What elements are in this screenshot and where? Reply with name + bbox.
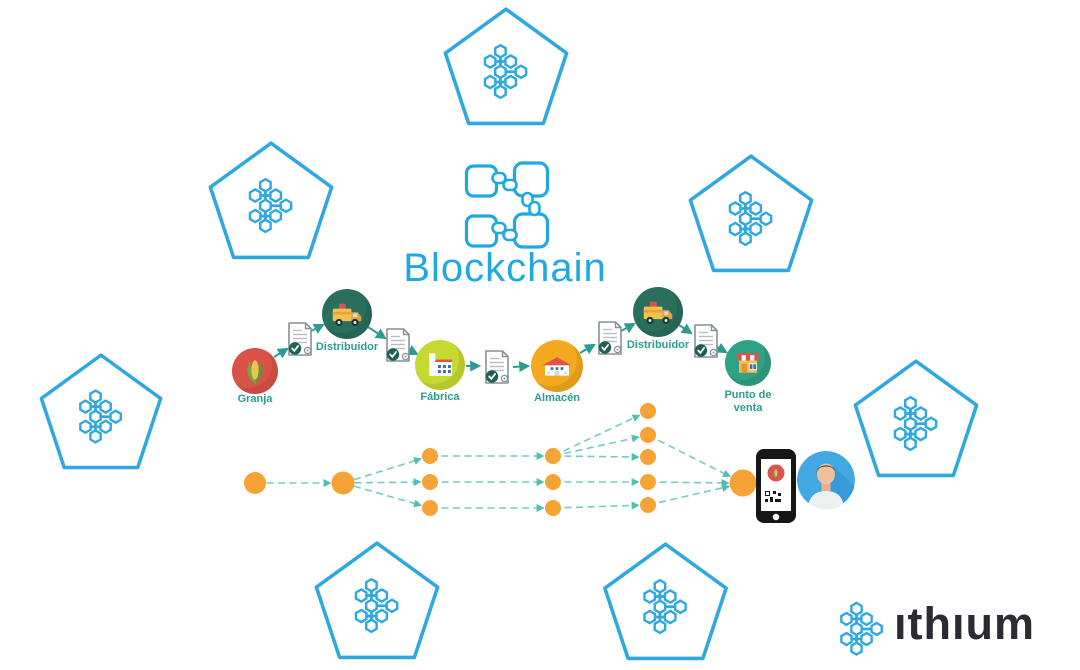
ithium-logo-text: ıthıum: [894, 598, 1035, 649]
step-label-fabrica: Fábrica: [420, 391, 460, 403]
step-label-distribuidor: Distribuidor: [315, 341, 379, 353]
fabrica-node: [415, 340, 465, 390]
distribuidor-node: [633, 287, 683, 337]
supply-chain-arrows: [273, 322, 728, 373]
ithium-logo-icon: [839, 601, 884, 656]
blockchain-node-pentagon: [852, 358, 980, 478]
granja-node: [232, 348, 278, 394]
consumer-avatar-icon: [797, 451, 855, 509]
delivery-truck-icon: [643, 301, 673, 324]
corn-icon: [247, 360, 263, 384]
step-label-granja: Granja: [237, 393, 273, 405]
blockchain-node-pentagon: [312, 540, 442, 660]
step-label-almacen: Almacén: [534, 392, 580, 404]
punto-de-venta-node: [725, 340, 771, 386]
distribuidor-node: [322, 289, 372, 339]
delivery-truck-icon: [332, 303, 362, 326]
almacen-node: [531, 340, 583, 392]
blockchain-node-pentagon: [206, 140, 336, 260]
blockchain-node-pentagon: [36, 352, 166, 470]
blockchain-links-icon: [464, 161, 550, 249]
trace-nodes: [244, 403, 757, 516]
blockchain-node-pentagon: [686, 153, 816, 273]
factory-icon: [429, 353, 453, 376]
storefront-icon: [737, 353, 759, 373]
warehouse-icon: [542, 357, 572, 376]
step-label-punto-de-venta: Punto de venta: [724, 389, 772, 414]
blockchain-node-pentagon: [440, 6, 572, 126]
step-label-distribuidor-2: Distribuidor: [626, 339, 690, 351]
page-title: Blockchain: [403, 246, 607, 290]
trace-edges: [255, 414, 731, 512]
smartphone-qr-scan-icon: [756, 449, 796, 523]
signed-document-checkmark-icon: [484, 350, 509, 384]
blockchain-node-pentagon: [600, 541, 731, 661]
